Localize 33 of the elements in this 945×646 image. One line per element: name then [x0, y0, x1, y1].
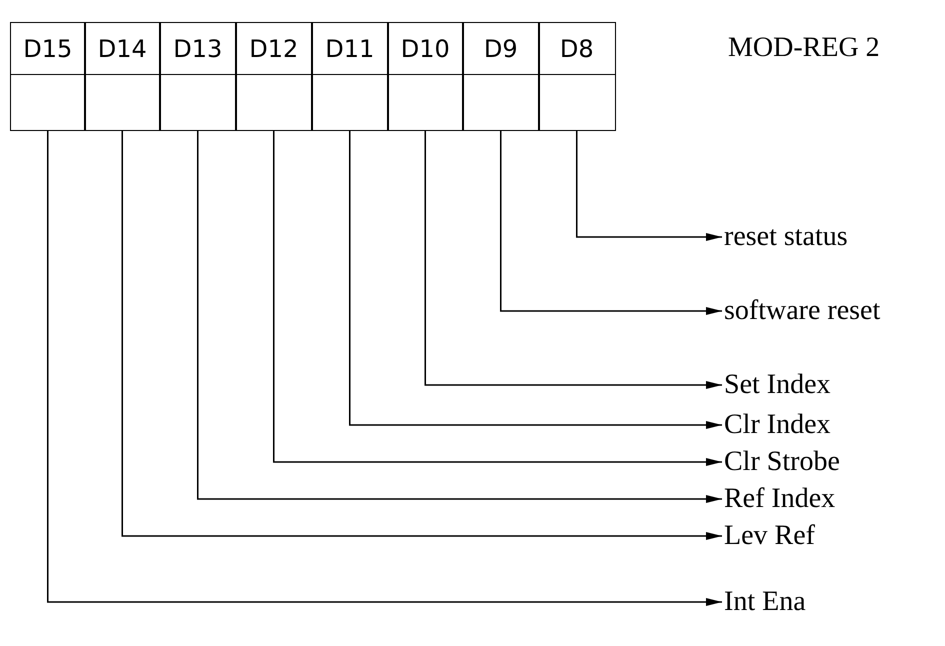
register-bit-cell [538, 22, 616, 131]
arrow [122, 131, 722, 540]
bit-label: D9 [463, 23, 538, 75]
signal-label: Clr Index [724, 409, 831, 441]
register-bit-cell [10, 22, 86, 131]
signal-label: reset status [724, 221, 848, 253]
signal-label: Ref Index [724, 483, 836, 515]
signal-label: Int Ena [724, 586, 806, 618]
signal-label: Set Index [724, 369, 831, 401]
arrow [500, 131, 722, 315]
arrow [424, 131, 722, 389]
register-bit-cell [387, 22, 464, 131]
arrow [47, 131, 722, 606]
register-bit-cell [84, 22, 160, 131]
arrow [576, 131, 722, 241]
arrow [197, 131, 722, 503]
register-name: MOD-REG 2 [728, 32, 880, 64]
register-bit-cell [311, 22, 388, 131]
bit-label: D13 [160, 23, 236, 75]
arrow [349, 131, 722, 429]
bit-label: D12 [236, 23, 312, 75]
bit-label: D14 [85, 23, 160, 75]
bit-label: D8 [539, 23, 614, 75]
bit-label: D10 [388, 23, 462, 75]
signal-label: Clr Strobe [724, 446, 840, 478]
register-bit-cell [235, 22, 312, 131]
signal-label: Lev Ref [724, 520, 815, 552]
signal-label: software reset [724, 295, 880, 327]
bit-label: D15 [11, 23, 84, 75]
register-bit-cell [159, 22, 236, 131]
register-bit-cell [462, 22, 540, 131]
arrow [273, 131, 722, 466]
bit-label: D11 [312, 23, 388, 75]
